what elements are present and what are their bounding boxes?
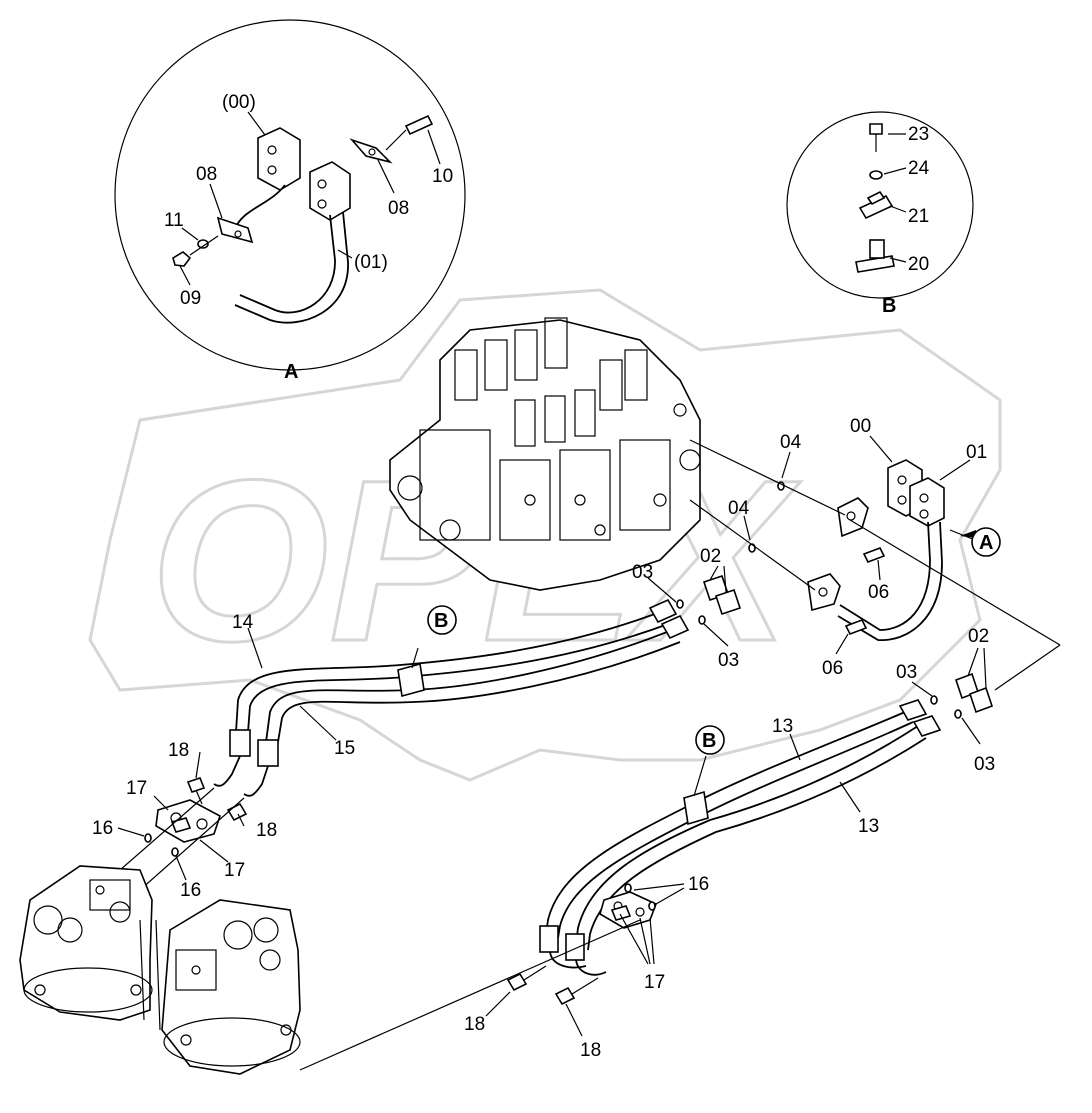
detail-a: (00) 08 11 09 08 10 (01) A — [114, 19, 466, 383]
detail-b-title: B — [882, 295, 896, 317]
label-10: 10 — [432, 166, 453, 187]
label-06-top: 06 — [868, 582, 889, 603]
label-06-bottom: 06 — [822, 658, 843, 679]
label-13-top: 13 — [772, 716, 793, 737]
label-16-right: 16 — [688, 874, 709, 895]
label-18-right-bottom: 18 — [580, 1040, 601, 1061]
label-01: 01 — [966, 442, 987, 463]
label-00-paren: (00) — [222, 92, 256, 113]
label-01-paren: (01) — [354, 252, 388, 273]
label-09: 09 — [180, 288, 201, 309]
label-08-left: 08 — [196, 164, 217, 185]
label-02-lower: 02 — [968, 626, 989, 647]
label-11: 11 — [164, 210, 184, 231]
detail-a-title: A — [284, 361, 298, 383]
label-13-bottom: 13 — [858, 816, 879, 837]
label-18-left-mid: 18 — [256, 820, 277, 841]
label-03-upper-left: 03 — [632, 562, 653, 583]
label-04-mid: 04 — [728, 498, 750, 519]
label-17-right: 17 — [644, 972, 665, 993]
label-17-left-bottom: 17 — [224, 860, 245, 881]
label-04-top: 04 — [780, 432, 802, 453]
label-03-lower-left: 03 — [896, 662, 917, 683]
left-motor-group: 18 17 18 16 17 16 — [19, 740, 301, 1075]
label-00: 00 — [850, 416, 871, 437]
hoses-13: B 03 02 03 13 13 16 — [299, 626, 1061, 1071]
callout-b-lower: B — [702, 730, 716, 752]
detail-b: 23 24 21 20 B — [786, 111, 974, 317]
label-15: 15 — [334, 738, 355, 759]
label-23: 23 — [908, 124, 929, 145]
label-03-upper-right: 03 — [718, 650, 739, 671]
label-02-upper: 02 — [700, 546, 721, 567]
callout-a: A — [979, 532, 993, 554]
label-18-right-left: 18 — [464, 1014, 485, 1035]
label-20: 20 — [908, 254, 929, 275]
control-valve — [389, 317, 701, 591]
label-24: 24 — [908, 158, 930, 179]
label-21: 21 — [908, 206, 929, 227]
label-14: 14 — [232, 612, 254, 633]
callout-b-upper: B — [434, 610, 448, 632]
label-16-left-bottom: 16 — [180, 880, 201, 901]
label-08-right: 08 — [388, 198, 409, 219]
port-fittings: 00 01 04 04 06 06 A — [689, 416, 1061, 679]
label-18-left-top: 18 — [168, 740, 189, 761]
label-03-lower-right: 03 — [974, 754, 995, 775]
label-17-left-top: 17 — [126, 778, 147, 799]
label-16-left-top: 16 — [92, 818, 113, 839]
hoses-14-15: B 03 02 03 14 15 — [213, 546, 742, 797]
